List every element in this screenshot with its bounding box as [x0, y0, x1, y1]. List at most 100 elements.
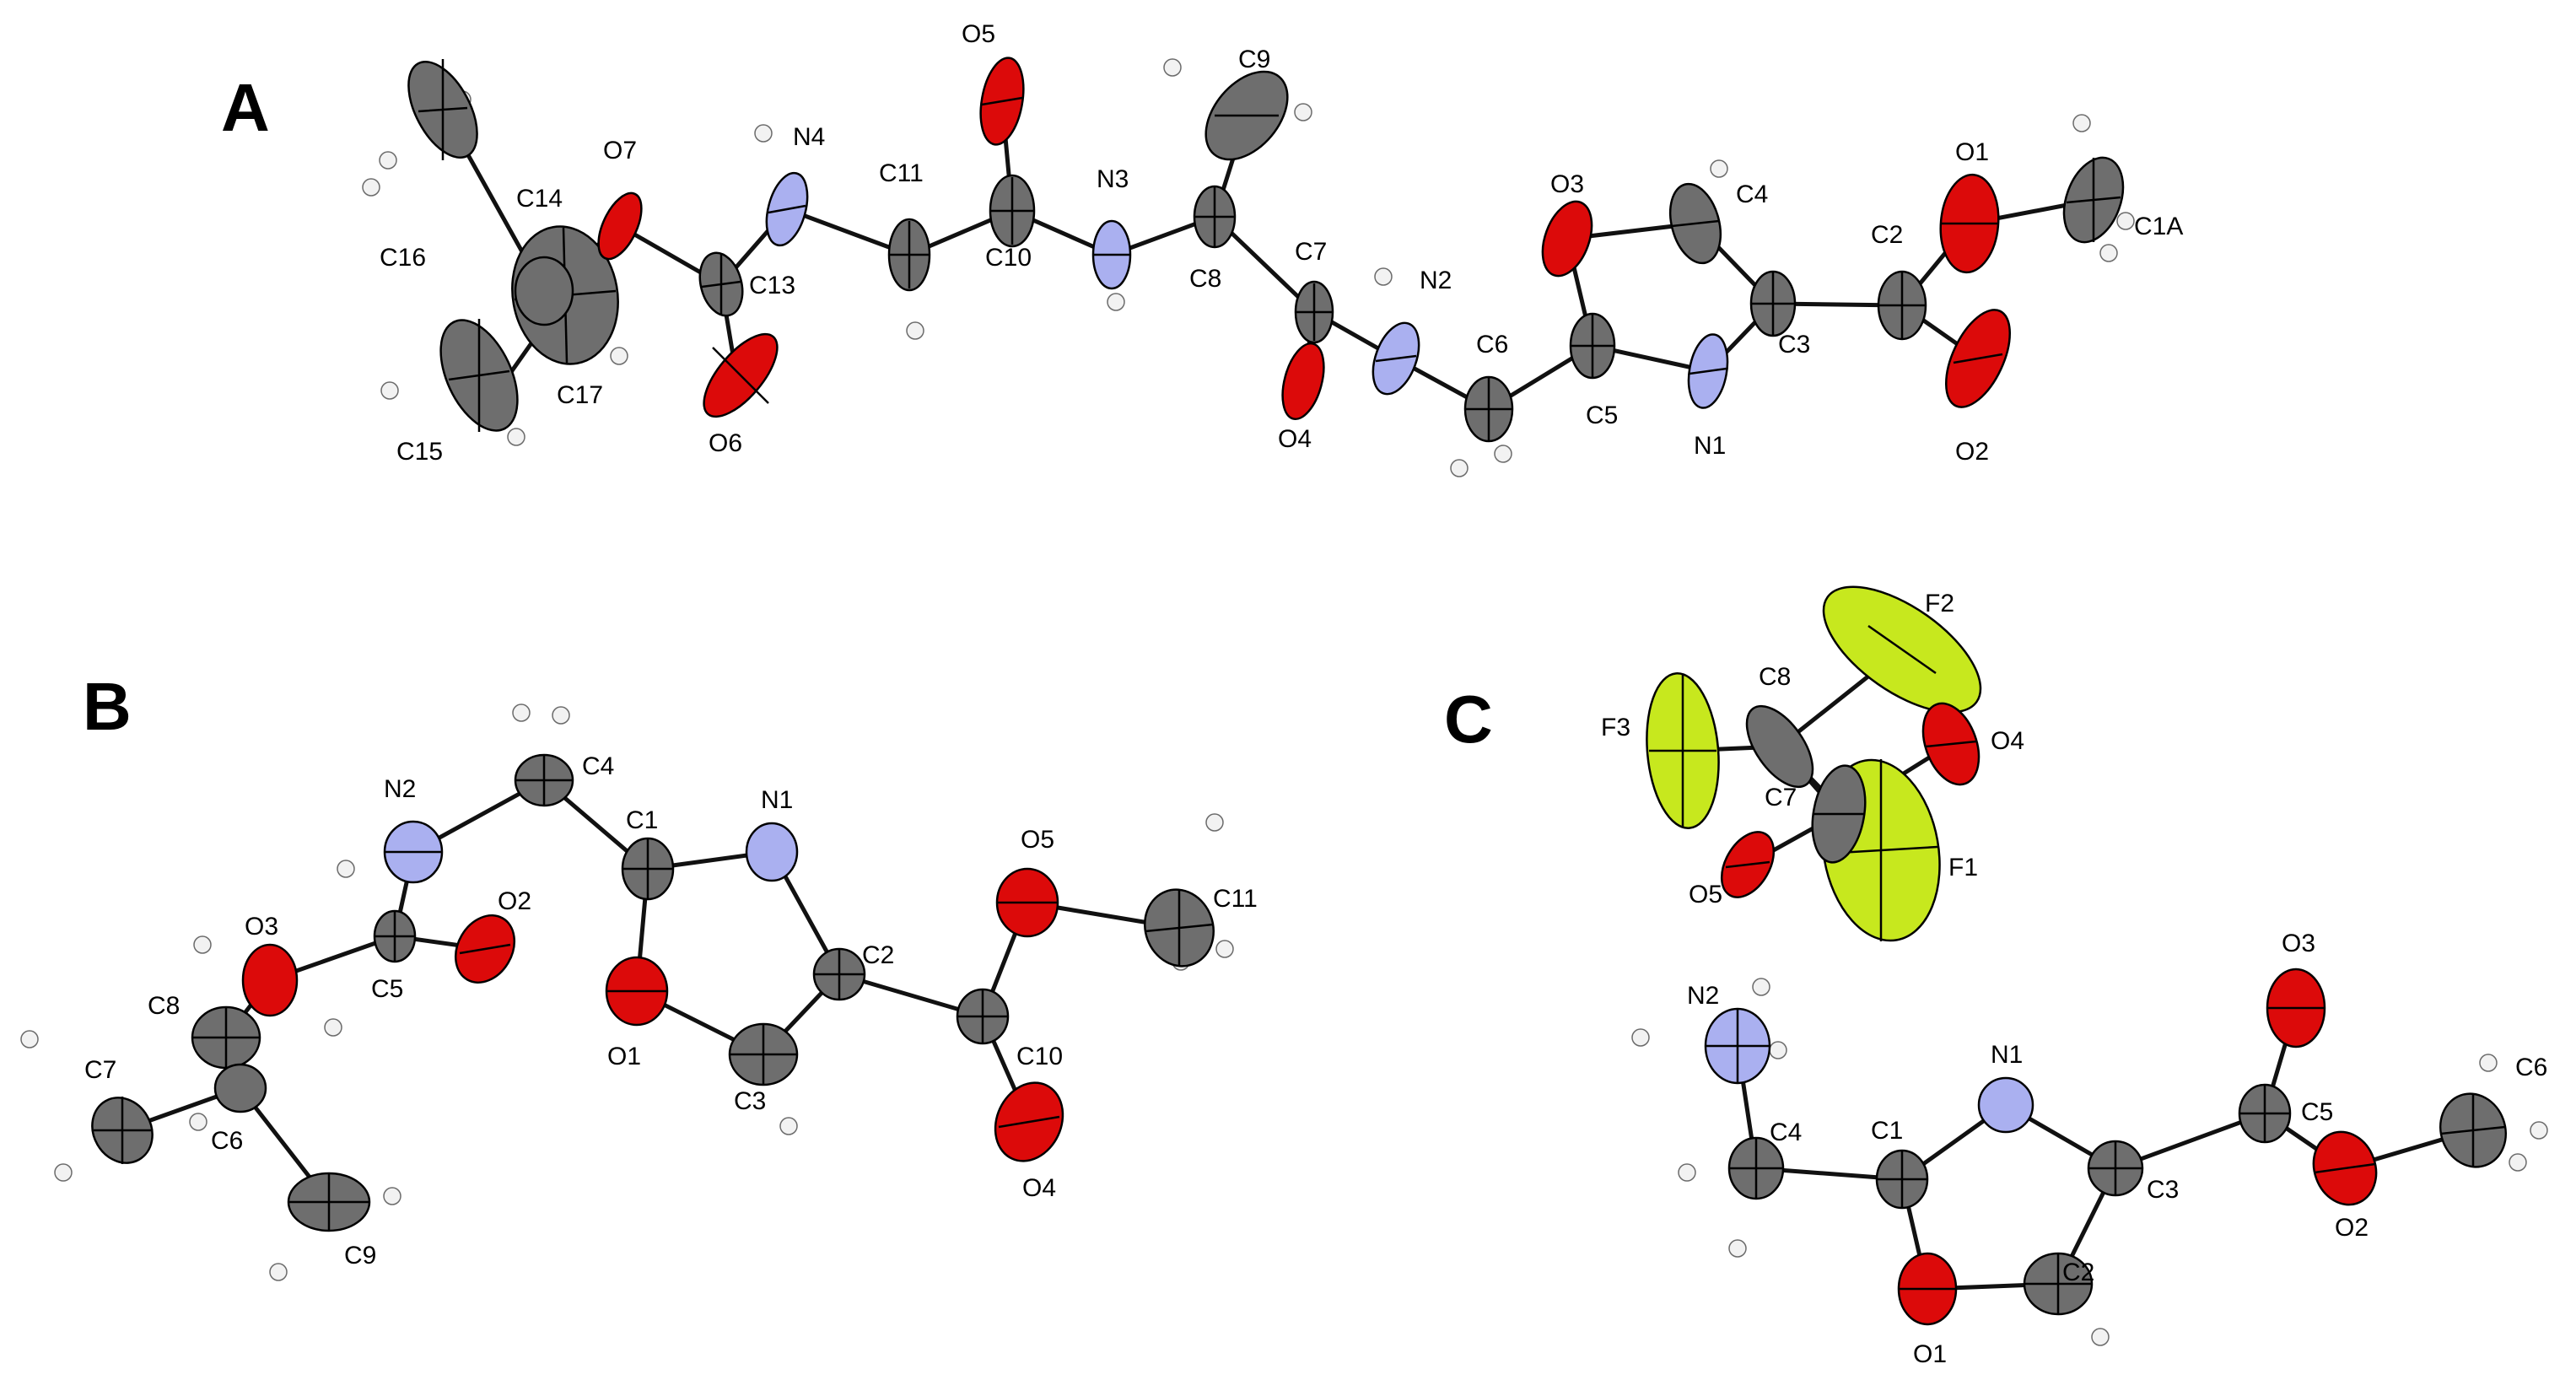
- atom-label: O3: [1550, 170, 1584, 198]
- atom-o4: [1921, 702, 1981, 786]
- atom-o6: [703, 332, 779, 418]
- ellipsoid-axes: [1953, 353, 2003, 364]
- atom-ellipsoid: [1541, 200, 1593, 278]
- hydrogen-atom: [1163, 58, 1182, 77]
- hydrogen-atom: [1728, 1239, 1747, 1258]
- atom-c16: [407, 59, 478, 160]
- ellipsoid-axes: [2440, 1093, 2506, 1167]
- hydrogen-atom: [337, 860, 355, 878]
- atom-o3: [241, 943, 299, 1017]
- atom-label: C10: [1016, 1043, 1063, 1070]
- atom-label: C16: [380, 244, 426, 272]
- ellipsoid-axes: [981, 96, 1023, 106]
- atom-ellipsoid: [241, 943, 299, 1017]
- atom-c5: [373, 909, 417, 963]
- hydrogen-atom: [2116, 212, 2135, 230]
- atom-label: C14: [516, 185, 563, 213]
- atom-c7: [1811, 764, 1867, 864]
- hydrogen-atom: [189, 1113, 207, 1131]
- atom-label: N1: [1991, 1041, 2023, 1069]
- ellipsoid-axes: [1689, 367, 1727, 375]
- atom-label: N4: [793, 123, 825, 151]
- atom-label: C1: [1871, 1117, 1903, 1145]
- atom-labels-c: F2 C8 F3 O4 C7 F1 O5 N2 N1 C1 C4 C3 C5 O…: [1601, 590, 2547, 1368]
- hydrogen-atom: [1631, 1028, 1650, 1047]
- panel-c: C: [1444, 585, 2548, 1368]
- atom-o1: [605, 956, 669, 1027]
- hydrogen-atom: [779, 1117, 798, 1135]
- atom-c5: [2238, 1083, 2292, 1144]
- hydrogen-atom: [2099, 244, 2118, 262]
- atom-label: N1: [761, 786, 793, 814]
- ellipsoid-axes: [192, 1007, 260, 1068]
- panel-a: A: [221, 20, 2183, 477]
- atom-f2: [1822, 585, 1982, 714]
- atom-n2: [1372, 321, 1420, 396]
- atom-c9: [1204, 70, 1289, 161]
- hydrogen-atom: [2479, 1054, 2498, 1072]
- ellipsoid-axes: [94, 1097, 151, 1164]
- atom-label: C4: [1770, 1119, 1802, 1146]
- hydrogen-atom: [1205, 813, 1224, 832]
- atom-label: C3: [2147, 1176, 2179, 1204]
- atom-label: C7: [84, 1056, 116, 1084]
- atom-label: O7: [603, 137, 637, 164]
- ellipsoid-axes: [448, 319, 510, 432]
- atom-c6: [1463, 375, 1514, 443]
- ellipsoid-axes: [1751, 272, 1795, 336]
- atom-n1: [745, 822, 799, 882]
- atom-c1a: [2062, 156, 2125, 244]
- ellipsoid-axes: [2314, 1162, 2376, 1174]
- atom-c1: [1875, 1149, 1929, 1210]
- atom-o1: [1897, 1252, 1958, 1326]
- ellipsoid-axes: [701, 253, 741, 315]
- atom-label: O4: [1991, 727, 2024, 755]
- atom-label: O5: [1021, 826, 1054, 854]
- hydrogen-atom: [1215, 940, 1234, 958]
- atom-c1: [621, 837, 675, 901]
- atom-c10: [989, 174, 1036, 248]
- ellipsoid-axes: [768, 204, 806, 214]
- atom-o7: [597, 191, 643, 261]
- atom-o3: [1541, 200, 1593, 278]
- atom-ellipsoid: [213, 1063, 267, 1113]
- atom-c7: [91, 1097, 154, 1164]
- atom-labels-a: C16 C14 C17 C15 O7 C13 O6 N4 C11 C10 O5 …: [380, 20, 2183, 466]
- atom-n4: [765, 171, 809, 247]
- atom-ellipsoid: [597, 191, 643, 261]
- atom-c15: [439, 319, 519, 432]
- ellipsoid-axes: [515, 755, 573, 806]
- hydrogen-atom: [1678, 1163, 1696, 1182]
- panel-b: B: [20, 669, 1258, 1281]
- ellipsoid-axes: [957, 989, 1008, 1043]
- hydrogen-atom: [1752, 978, 1770, 996]
- atom-label: O4: [1022, 1174, 1056, 1202]
- atom-c9: [287, 1172, 371, 1232]
- atom-c6: [213, 1063, 267, 1113]
- ellipsoid-axes: [622, 838, 673, 899]
- atom-n1: [1977, 1076, 2034, 1134]
- atom-n2: [1704, 1007, 1771, 1085]
- atom-label: C8: [1759, 663, 1791, 691]
- ellipsoid-axes: [2024, 1253, 2092, 1314]
- atom-label: C5: [371, 975, 403, 1003]
- atom-label: O1: [607, 1043, 641, 1070]
- atom-c3: [2087, 1140, 2144, 1197]
- atom-o5: [995, 867, 1059, 938]
- atom-o4: [994, 1081, 1064, 1162]
- atom-label: C5: [1586, 402, 1618, 429]
- atom-label: O5: [1689, 881, 1722, 908]
- ellipsoid-axes: [1671, 219, 1720, 228]
- atom-o5: [979, 57, 1025, 146]
- ellipsoid-axes: [712, 347, 769, 404]
- atom-c13: [698, 251, 744, 317]
- atom-ellipsoid: [1977, 1076, 2034, 1134]
- atom-o4: [1281, 342, 1325, 421]
- atom-label: F1: [1948, 854, 1978, 881]
- atom-label: C6: [211, 1127, 243, 1155]
- hydrogen-atom: [380, 381, 399, 400]
- atom-c8: [1193, 185, 1237, 249]
- atom-label: C3: [734, 1087, 766, 1115]
- atom-label: C8: [1189, 265, 1221, 293]
- atom-label: C11: [1213, 885, 1258, 913]
